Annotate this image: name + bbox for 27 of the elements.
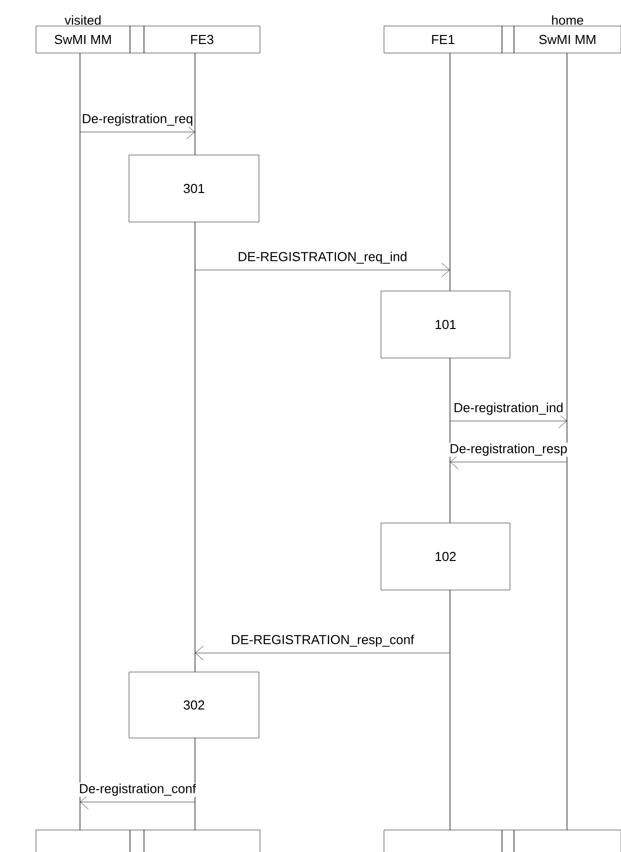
message-arrow — [450, 414, 567, 428]
edge-label: De-registration_conf — [78, 782, 198, 797]
message-arrow — [450, 454, 568, 470]
lifeline-footer-box — [384, 830, 502, 852]
heading-text: home — [552, 15, 584, 25]
lifeline — [566, 53, 568, 830]
edge-label: DE-REGISTRATION_req_ind — [236, 250, 408, 265]
lifeline-header-box: FE3 — [144, 26, 260, 54]
process-box: 102 — [380, 522, 510, 590]
lifeline-header-box: SwMI MM — [514, 26, 621, 54]
heading-text: visited — [64, 15, 101, 25]
process-box: 101 — [380, 290, 510, 358]
lifeline-header-box: SwMI MM — [36, 26, 130, 54]
edge-label: De-registration_req — [80, 112, 194, 127]
edge-label: De-registration_resp — [448, 442, 568, 457]
process-box: 302 — [128, 672, 260, 738]
lifeline — [194, 53, 196, 830]
message-arrow — [194, 262, 450, 278]
edge-label: De-registration_ind — [452, 402, 564, 416]
lifeline-footer-box — [36, 830, 130, 852]
message-arrow — [195, 646, 450, 660]
message-arrow — [80, 124, 195, 140]
process-box: 301 — [128, 154, 260, 222]
lifeline-footer-box — [144, 830, 260, 852]
edge-label: DE-REGISTRATION_resp_conf — [230, 634, 416, 648]
message-arrow — [80, 794, 196, 810]
lifeline-header-box: FE1 — [384, 26, 502, 54]
